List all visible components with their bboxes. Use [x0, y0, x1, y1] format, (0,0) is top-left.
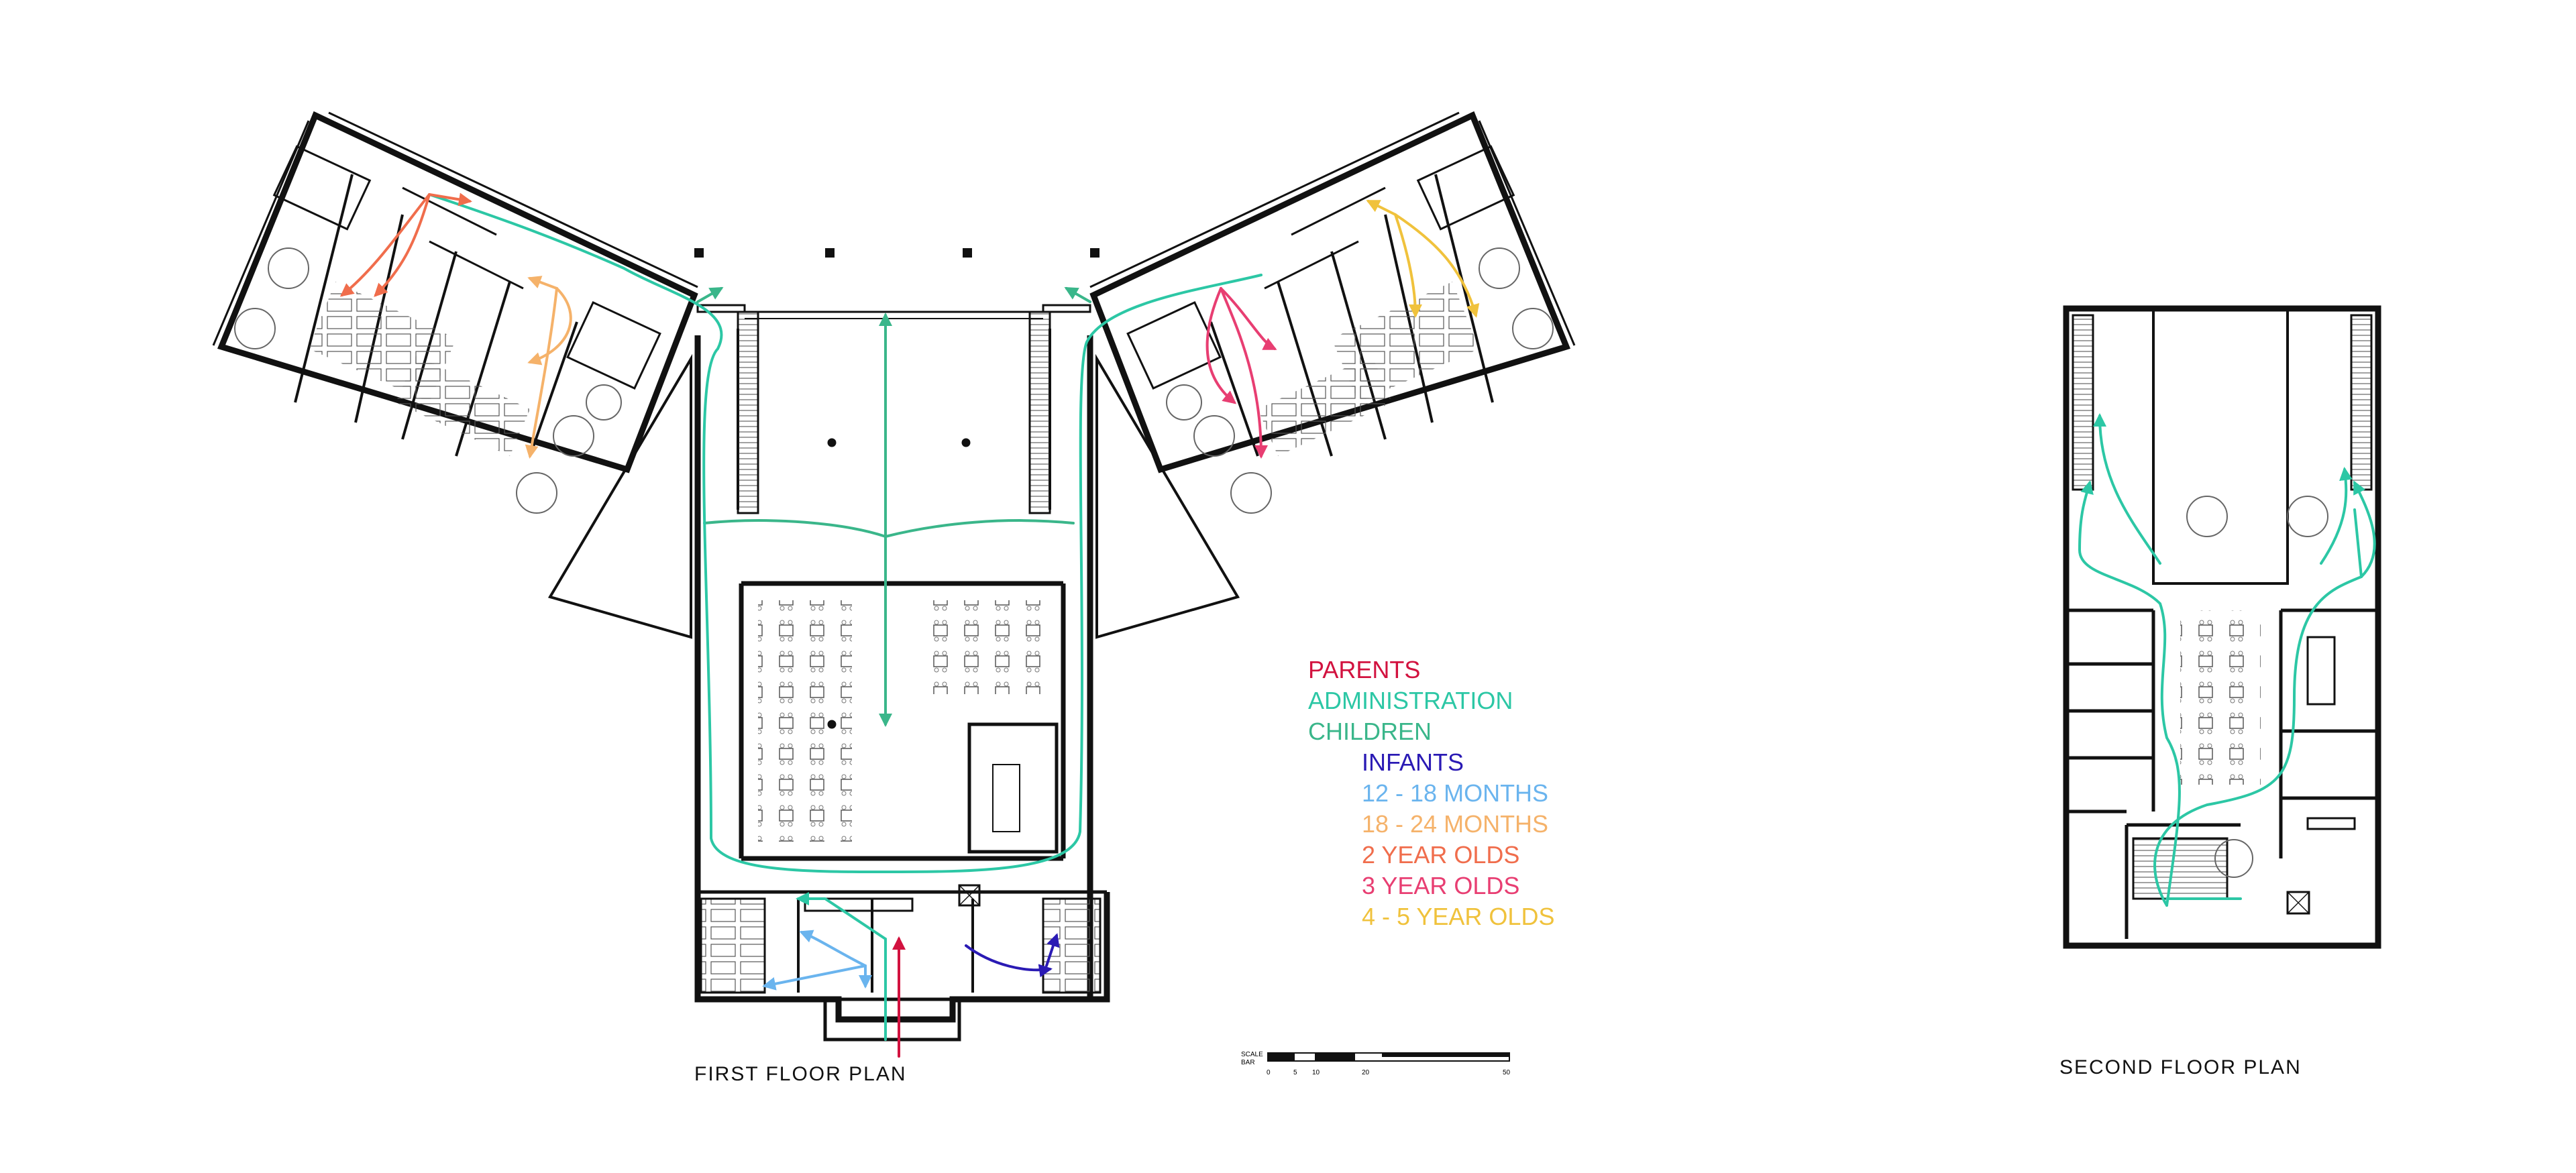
scale-tick: 20	[1362, 1069, 1370, 1076]
scale-tick: 0	[1267, 1069, 1271, 1076]
scale-tick: 5	[1293, 1069, 1297, 1076]
legend-item-12-18-months: 12 - 18 MONTHS	[1362, 779, 1549, 807]
legend-item-parents: PARENTS	[1308, 656, 1421, 683]
legend-item-infants: INFANTS	[1362, 748, 1464, 776]
second-floor-plan-title: SECOND FLOOR PLAN	[2059, 1056, 2302, 1078]
legend-item-administration: ADMINISTRATION	[1308, 687, 1513, 714]
legend-item-2-year-olds: 2 YEAR OLDS	[1362, 841, 1520, 869]
right-wing	[1028, 111, 1576, 639]
central-block	[694, 248, 1110, 1042]
second-floor-plan	[2063, 305, 2381, 949]
scale-bar-label-1: SCALE	[1241, 1051, 1263, 1058]
legend-item-18-24-months: 18 - 24 MONTHS	[1362, 810, 1549, 838]
scale-tick: 10	[1312, 1069, 1320, 1076]
legend-item-children: CHILDREN	[1308, 718, 1432, 745]
first-floor-plan-title: FIRST FLOOR PLAN	[694, 1063, 907, 1085]
scale-bar-label-2: BAR	[1241, 1059, 1255, 1066]
first-floor-plan	[212, 111, 1576, 1058]
legend-item-3-year-olds: 3 YEAR OLDS	[1362, 872, 1520, 899]
legend-item-4-5-year-olds: 4 - 5 YEAR OLDS	[1362, 903, 1555, 930]
left-wing	[212, 111, 759, 639]
scale-tick: 50	[1503, 1069, 1511, 1076]
scale-bar: SCALE BAR 0 5 10 20 50	[1241, 1051, 1511, 1076]
circulation-arrows	[339, 192, 1480, 1058]
